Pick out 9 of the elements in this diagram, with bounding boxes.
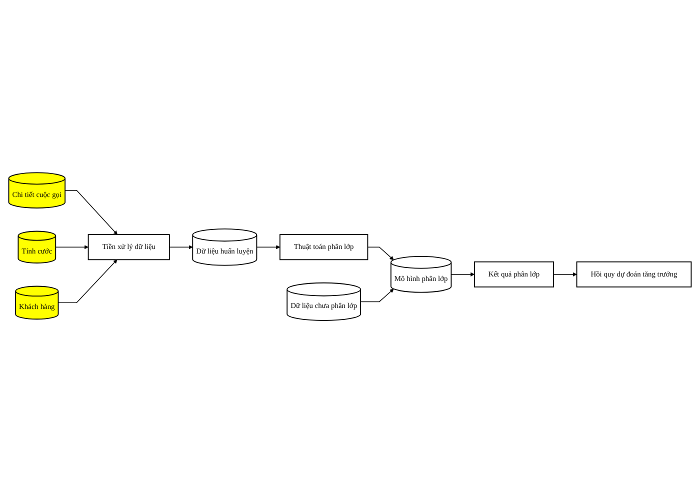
arrow bbox=[256, 244, 280, 250]
arrow bbox=[55, 244, 89, 250]
arrow bbox=[64, 190, 118, 235]
arrow bbox=[553, 272, 577, 276]
arrow bbox=[360, 288, 394, 302]
arrow bbox=[58, 259, 118, 303]
arrow bbox=[367, 246, 394, 260]
arrow bbox=[169, 244, 193, 250]
arrow bbox=[450, 272, 475, 276]
